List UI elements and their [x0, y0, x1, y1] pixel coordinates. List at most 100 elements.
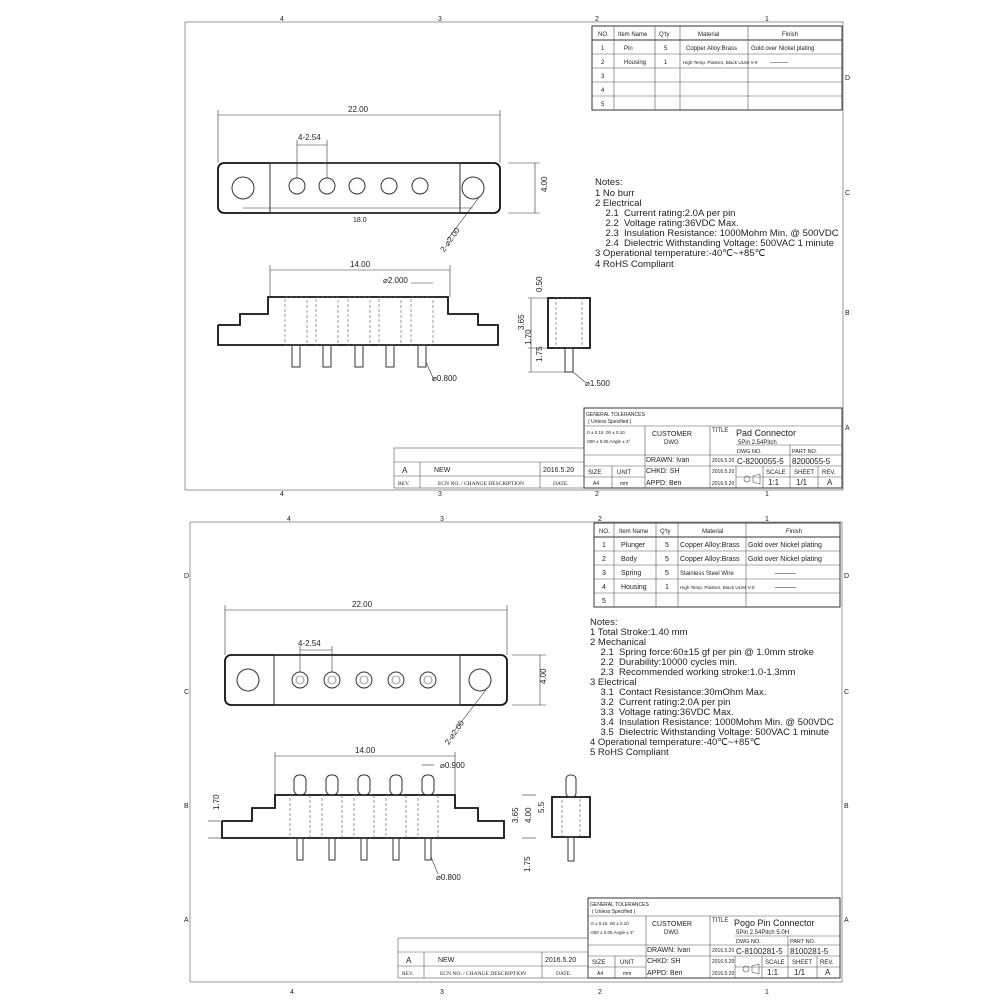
projection-symbol-icon [743, 473, 761, 485]
dim-hole: 2-⌀2.00 [439, 225, 462, 253]
approved-by: APPD: Ben [647, 970, 683, 977]
note-line: 3.3 Voltage rating:36VDC Max. [590, 707, 734, 718]
grid-row-label: A [184, 917, 189, 924]
bom-header-cell: Q'ty [660, 529, 670, 535]
sheet-label: SHEET [794, 470, 814, 476]
tolerance-a: .0 ± 0.15 .00 ± 0.10 [590, 921, 629, 926]
side-view: 0.50 3.65 1.70 1.75 ⌀1.500 [517, 276, 610, 388]
dwg-label: DWG [664, 930, 679, 936]
checked-by: CHKD: SH [647, 958, 680, 965]
grid-col-label: 1 [765, 989, 769, 996]
note-line: 2.3 Recommended working stroke:1.0-1.3mm [590, 667, 795, 678]
scale-value: 1:1 [767, 968, 779, 977]
scale-value: 1:1 [768, 478, 780, 487]
revision-date: 2016.5.20 [545, 957, 576, 964]
grid-col-label: 3 [440, 516, 444, 523]
drawn-date: 2016.5.20 [712, 458, 734, 464]
sheet-1: 4 3 2 1 4 3 2 1 D C B A NO. Item Name Q'… [184, 16, 850, 498]
checked-date: 2016.5.20 [712, 959, 734, 965]
grid-row-label: D [184, 573, 189, 580]
note-line: 2.2 Durability:10000 cycles min. [590, 657, 737, 668]
dwg-no: C-8200055-5 [737, 457, 784, 466]
dim-pitch: 4-2.54 [298, 639, 321, 648]
bom-header-cell: Finish [786, 529, 802, 535]
bom-cell: 4 [602, 584, 606, 591]
grid-col-label: 2 [595, 16, 599, 23]
bom-cell: 5 [665, 542, 669, 549]
notes: Notes: 1 Total Stroke:1.40 mm 2 Mechanic… [590, 617, 834, 758]
note-line: 3.4 Insulation Resistance: 1000Mohm Min.… [590, 717, 834, 728]
dim-total: 4.00 [524, 807, 533, 823]
approved-by: APPD: Ben [646, 480, 682, 487]
dim-tail: 1.75 [535, 346, 544, 362]
size-value: A4 [597, 971, 603, 977]
part-no-label: PART NO. [790, 939, 816, 945]
dim-tip-dia: ⌀0.800 [432, 374, 457, 383]
revision-letter: A [406, 956, 412, 965]
rev-col-label: REV. [402, 971, 414, 977]
revision-desc: NEW [438, 957, 455, 964]
grid-row-label: B [184, 803, 189, 810]
note-line: 2.2 Voltage rating:36VDC Max. [595, 218, 739, 229]
note-line: 2.1 Current rating:2.0A per pin [595, 208, 735, 219]
bom-cell: 1 [664, 60, 668, 66]
dim-ext: 5.5 [537, 801, 546, 813]
bom-cell: 2 [602, 556, 606, 563]
dim-side-dia: ⌀1.500 [585, 379, 610, 388]
bom-cell: Gold over Nickel plating [751, 46, 814, 52]
dim-base: 1.70 [524, 329, 533, 345]
bom-cell: 2 [601, 60, 605, 66]
note-line: Notes: [590, 617, 617, 628]
revision-block: A NEW 2016.5.20 REV. ECN NO. / CHANGE DE… [393, 447, 585, 489]
customer-label: CUSTOMER [652, 921, 692, 928]
grid-col-label: 2 [598, 989, 602, 996]
bom-header-cell: NO. [598, 32, 609, 38]
bom-header-cell: Material [698, 32, 719, 38]
sheet-label: SHEET [792, 960, 812, 966]
unit-value: mm [623, 971, 631, 977]
dim-width: 22.00 [352, 600, 373, 609]
dwg-no-label: DWG NO. [736, 939, 761, 945]
grid-col-label: 3 [440, 989, 444, 996]
dwg-label: DWG [664, 440, 679, 446]
unit-value: mm [620, 481, 628, 487]
unit-label: UNIT [617, 470, 631, 476]
top-view: 22.00 4-2.54 4.00 2-⌀2.00 [224, 600, 548, 746]
grid-row-label: A [845, 425, 850, 432]
bom-cell: 4 [601, 88, 605, 94]
grid-col-label: 4 [280, 491, 284, 498]
title-label: TITLE [712, 918, 728, 924]
size-label: SIZE [592, 960, 605, 966]
grid-row-label: B [844, 803, 849, 810]
revision-block: A NEW 2016.5.20 REV. ECN NO. / CHANGE DE… [397, 937, 589, 979]
bom-table: NO. Item Name Q'ty Material Finish 1 Pin… [591, 25, 843, 111]
ecn-col-label: ECN NO. / CHANGE DESCRIPTION [440, 971, 526, 977]
rev-label: REV. [820, 960, 834, 966]
checked-by: CHKD: SH [646, 468, 679, 475]
grid-row-label: D [845, 75, 850, 82]
bom-cell: 1 [601, 46, 605, 52]
bom-cell: Housing [621, 584, 647, 591]
title-label: TITLE [712, 428, 728, 434]
dim-span: 14.00 [355, 746, 376, 755]
dim-pitch: 4-2.54 [298, 133, 321, 142]
bom-cell: Body [621, 556, 637, 563]
revision-letter: A [402, 466, 408, 475]
bom-cell: 1 [665, 584, 669, 591]
bom-table: NO. Item Name Q'ty Material Finish 1 Plu… [593, 522, 841, 608]
part-no: 8200055-5 [792, 457, 831, 466]
dim-head-dia: ⌀0.900 [440, 761, 465, 770]
revision-date: 2016.5.20 [543, 467, 574, 474]
grid-row-label: B [845, 310, 850, 317]
drawing-title: Pogo Pin Connector [734, 918, 815, 928]
dim-left: 1.70 [212, 794, 221, 810]
note-line: 2 Mechanical [590, 637, 646, 648]
sheet-value: 1/1 [796, 478, 808, 487]
grid-row-label: A [844, 917, 849, 924]
bom-cell: Stainless Steel Wire [680, 571, 734, 577]
drawn-date: 2016.5.20 [712, 948, 734, 954]
approved-date: 2016.5.20 [712, 481, 734, 487]
bom-header-cell: Material [702, 529, 723, 535]
sheet-2-border [189, 521, 843, 983]
bom-cell: Gold over Nickel plating [748, 542, 822, 549]
